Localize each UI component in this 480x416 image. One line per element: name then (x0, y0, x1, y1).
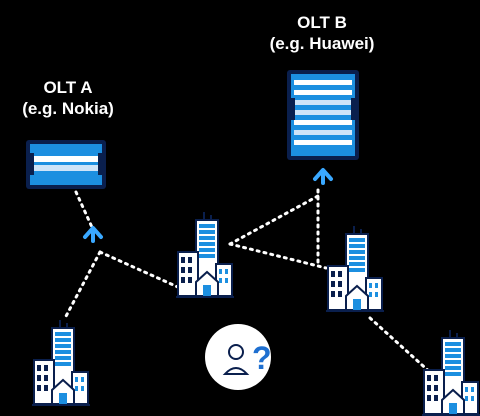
olt-b-rack-icon (287, 70, 359, 160)
link-center-to-oltb (228, 194, 320, 246)
user-question-icon: ? (205, 324, 272, 390)
link-junction-to-bottomleft (62, 250, 102, 322)
olt-a-subtitle: (e.g. Nokia) (22, 99, 114, 118)
link-junction-to-center (98, 250, 182, 290)
link-center-to-right (228, 242, 328, 270)
link-olta-to-junction (74, 190, 98, 238)
up-arrow-icon-a (83, 226, 103, 243)
link-right-to-bottomright (368, 316, 434, 376)
olt-b-title: OLT B (297, 13, 347, 32)
building-cluster-icon-right (325, 225, 385, 312)
olt-a-rack-icon (26, 140, 106, 189)
up-arrow-icon-b (313, 168, 333, 185)
olt-b-subtitle: (e.g. Huawei) (269, 34, 375, 53)
olt-b-label: OLT B (e.g. Huawei) (252, 12, 392, 54)
dotted-links (62, 188, 434, 376)
building-cluster-icon-center (175, 211, 235, 298)
building-cluster-icon-bottom-left (31, 319, 91, 406)
building-cluster-icon-bottom-right (421, 329, 480, 416)
question-mark: ? (252, 340, 272, 376)
olt-a-label: OLT A (e.g. Nokia) (8, 77, 128, 119)
olt-a-title: OLT A (43, 78, 93, 97)
